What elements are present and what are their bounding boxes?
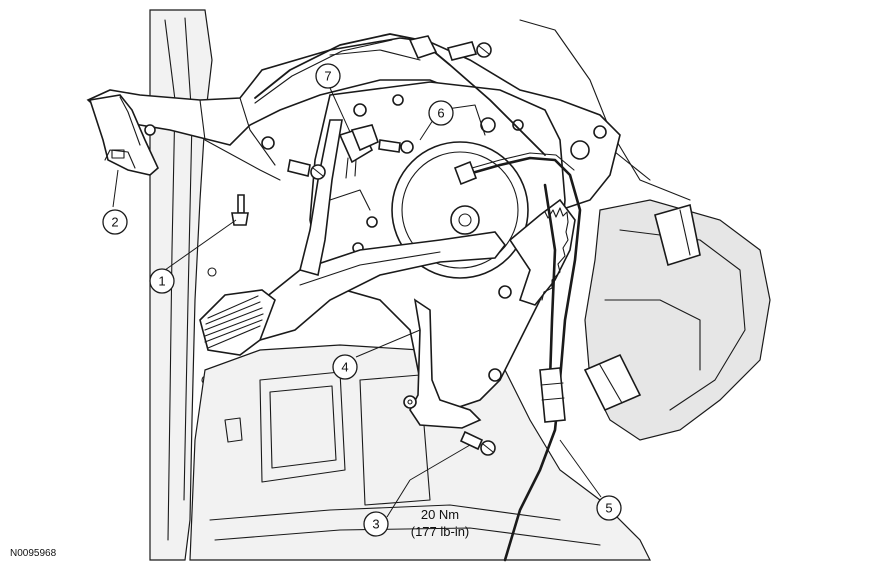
lower-body-panel <box>189 339 651 561</box>
svg-text:4: 4 <box>341 360 348 375</box>
torque-metric: 20 Nm <box>421 507 459 522</box>
pedal-pad <box>199 289 276 356</box>
bolt-upper-left <box>287 159 326 180</box>
hvac-duct <box>519 19 771 441</box>
callout-3: 3 <box>363 511 389 537</box>
callout-6: 6 <box>428 100 454 126</box>
torque-imperial: (177 lb-in) <box>411 524 470 539</box>
callout-2: 2 <box>102 209 128 235</box>
svg-text:3: 3 <box>372 517 379 532</box>
body-pillar <box>149 9 217 561</box>
callout-5: 5 <box>596 495 622 521</box>
pedal-arm <box>249 119 507 341</box>
callout-7: 7 <box>315 63 341 89</box>
svg-text:5: 5 <box>605 501 612 516</box>
upper-cable <box>254 33 546 156</box>
torque-spec: 20 Nm (177 lb-in) <box>411 507 470 539</box>
bolt-center <box>378 139 414 154</box>
bolt-top <box>446 41 492 61</box>
electrical-connector <box>338 124 380 179</box>
callout-1: 1 <box>149 268 175 294</box>
callout-4: 4 <box>332 354 358 380</box>
figure-id: N0095968 <box>10 548 57 559</box>
svg-text:1: 1 <box>158 274 165 289</box>
bolt-3 <box>459 430 496 456</box>
svg-text:7: 7 <box>324 69 331 84</box>
bolt-1 <box>231 194 249 226</box>
parking-brake-cable <box>453 152 582 562</box>
lower-mount-bracket <box>403 298 482 429</box>
pedal-mount-bracket <box>86 37 621 211</box>
svg-text:6: 6 <box>437 106 444 121</box>
svg-text:2: 2 <box>111 215 118 230</box>
release-handle <box>88 94 159 176</box>
